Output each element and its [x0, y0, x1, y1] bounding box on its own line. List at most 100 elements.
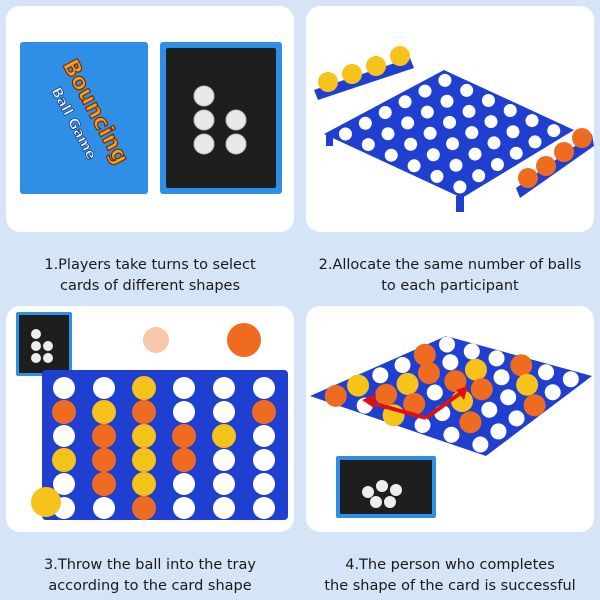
tray-hole	[423, 126, 437, 140]
yellow-ball	[132, 424, 156, 448]
orange-ball	[444, 370, 467, 393]
step-4-caption: 4.The person who completes the shape of …	[306, 555, 594, 597]
tray-hole	[500, 389, 517, 406]
yellow-ball	[92, 400, 116, 424]
tray-hole	[443, 115, 457, 129]
tray-hole	[213, 473, 235, 495]
tray-hole	[381, 127, 395, 141]
tray-hole	[487, 136, 501, 150]
tray-hole	[506, 125, 520, 139]
tray-hole	[253, 377, 275, 399]
direction-arrows	[362, 386, 468, 420]
step-2-line-2: to each participant	[381, 278, 519, 294]
yellow-ball	[347, 374, 370, 397]
tray-hole	[404, 137, 418, 151]
tray	[324, 70, 574, 212]
orange-ball-rack	[516, 128, 594, 198]
step-3-line-2: according to the card shape	[48, 578, 252, 594]
tray-hole	[503, 104, 517, 118]
step-2-panel	[306, 6, 594, 232]
tray-hole	[213, 377, 235, 399]
step-2-line-1: 2.Allocate the same number of balls	[318, 257, 582, 273]
tray-hole	[472, 436, 489, 453]
tray-hole	[401, 116, 415, 130]
orange-ball	[92, 472, 116, 496]
tray-hole	[372, 367, 389, 384]
yellow-ball	[31, 487, 61, 517]
tray-hole	[472, 169, 486, 183]
tray-hole	[442, 354, 459, 371]
tray-hole	[453, 180, 467, 194]
tray-hole	[468, 147, 482, 161]
orange-ball	[132, 496, 156, 520]
small-shape-card	[336, 456, 436, 518]
orange-ball	[172, 448, 196, 472]
orange-ball	[459, 411, 482, 434]
tray-hole	[493, 369, 510, 386]
card-front: Bouncing Ball Game	[20, 42, 148, 194]
step-1-line-2: cards of different shapes	[59, 278, 241, 294]
yellow-ball	[464, 358, 487, 381]
tray-hole	[481, 401, 498, 418]
step-3-caption: 3.Throw the ball into the tray according…	[6, 555, 294, 597]
step-1-line-1: 1.Players take turns to select	[44, 257, 256, 273]
tray-hole	[253, 449, 275, 471]
tray-hole	[53, 425, 75, 447]
step-4-panel	[306, 306, 594, 532]
small-shape-card	[16, 312, 72, 376]
completion-illustration	[310, 336, 592, 518]
tray-hole	[443, 426, 460, 443]
step-1-caption: 1.Players take turns to select cards of …	[6, 255, 294, 297]
step-3-panel	[6, 306, 294, 532]
orange-ball	[510, 354, 533, 377]
tray-hole	[173, 473, 195, 495]
tray-hole	[394, 357, 411, 374]
tray-hole	[446, 137, 460, 151]
tray-hole	[484, 115, 498, 129]
tray-hole	[418, 84, 432, 98]
tray-hole	[213, 449, 235, 471]
tray-hole	[528, 135, 542, 149]
orange-ball	[252, 400, 276, 424]
orange-ball	[92, 448, 116, 472]
orange-ball	[403, 392, 426, 415]
tray-hole	[173, 377, 195, 399]
tray-hole	[460, 83, 474, 97]
tray-hole	[53, 473, 75, 495]
step-1-panel: Bouncing Ball Game	[6, 6, 294, 232]
tray-hole	[173, 401, 195, 423]
bouncing-ball	[227, 323, 261, 357]
tray-hole	[509, 146, 523, 160]
tray-hole	[544, 384, 561, 401]
tray-hole	[508, 410, 525, 427]
tray-hole	[407, 159, 421, 173]
orange-ball	[523, 394, 546, 417]
tray-hole	[538, 364, 555, 381]
tray-hole	[414, 417, 431, 434]
step-4-line-1: 4.The person who completes	[345, 557, 555, 573]
tray-hole	[420, 105, 434, 119]
orange-ball	[92, 424, 116, 448]
tray-hole	[481, 93, 495, 107]
step-2-caption: 2.Allocate the same number of balls to e…	[306, 255, 594, 297]
tray-allocation-illustration	[314, 46, 594, 212]
tray-hole	[525, 114, 539, 128]
tray-hole	[398, 95, 412, 109]
tray-hole	[426, 384, 443, 401]
tray-hole	[439, 336, 456, 353]
orange-ball	[324, 384, 347, 407]
tray-hole	[213, 497, 235, 519]
tray-hole	[361, 138, 375, 152]
tray-hole	[338, 127, 352, 141]
tray-hole	[465, 126, 479, 140]
tray-hole	[490, 157, 504, 171]
shape-card	[160, 42, 282, 194]
tray-hole	[213, 401, 235, 423]
step-4-line-2: the shape of the card is successful	[324, 578, 576, 594]
yellow-ball	[132, 472, 156, 496]
throwing-illustration	[16, 312, 288, 520]
orange-ball	[52, 400, 76, 424]
orange-ball	[375, 383, 398, 406]
tray-hole	[53, 377, 75, 399]
tray-hole	[463, 343, 480, 360]
